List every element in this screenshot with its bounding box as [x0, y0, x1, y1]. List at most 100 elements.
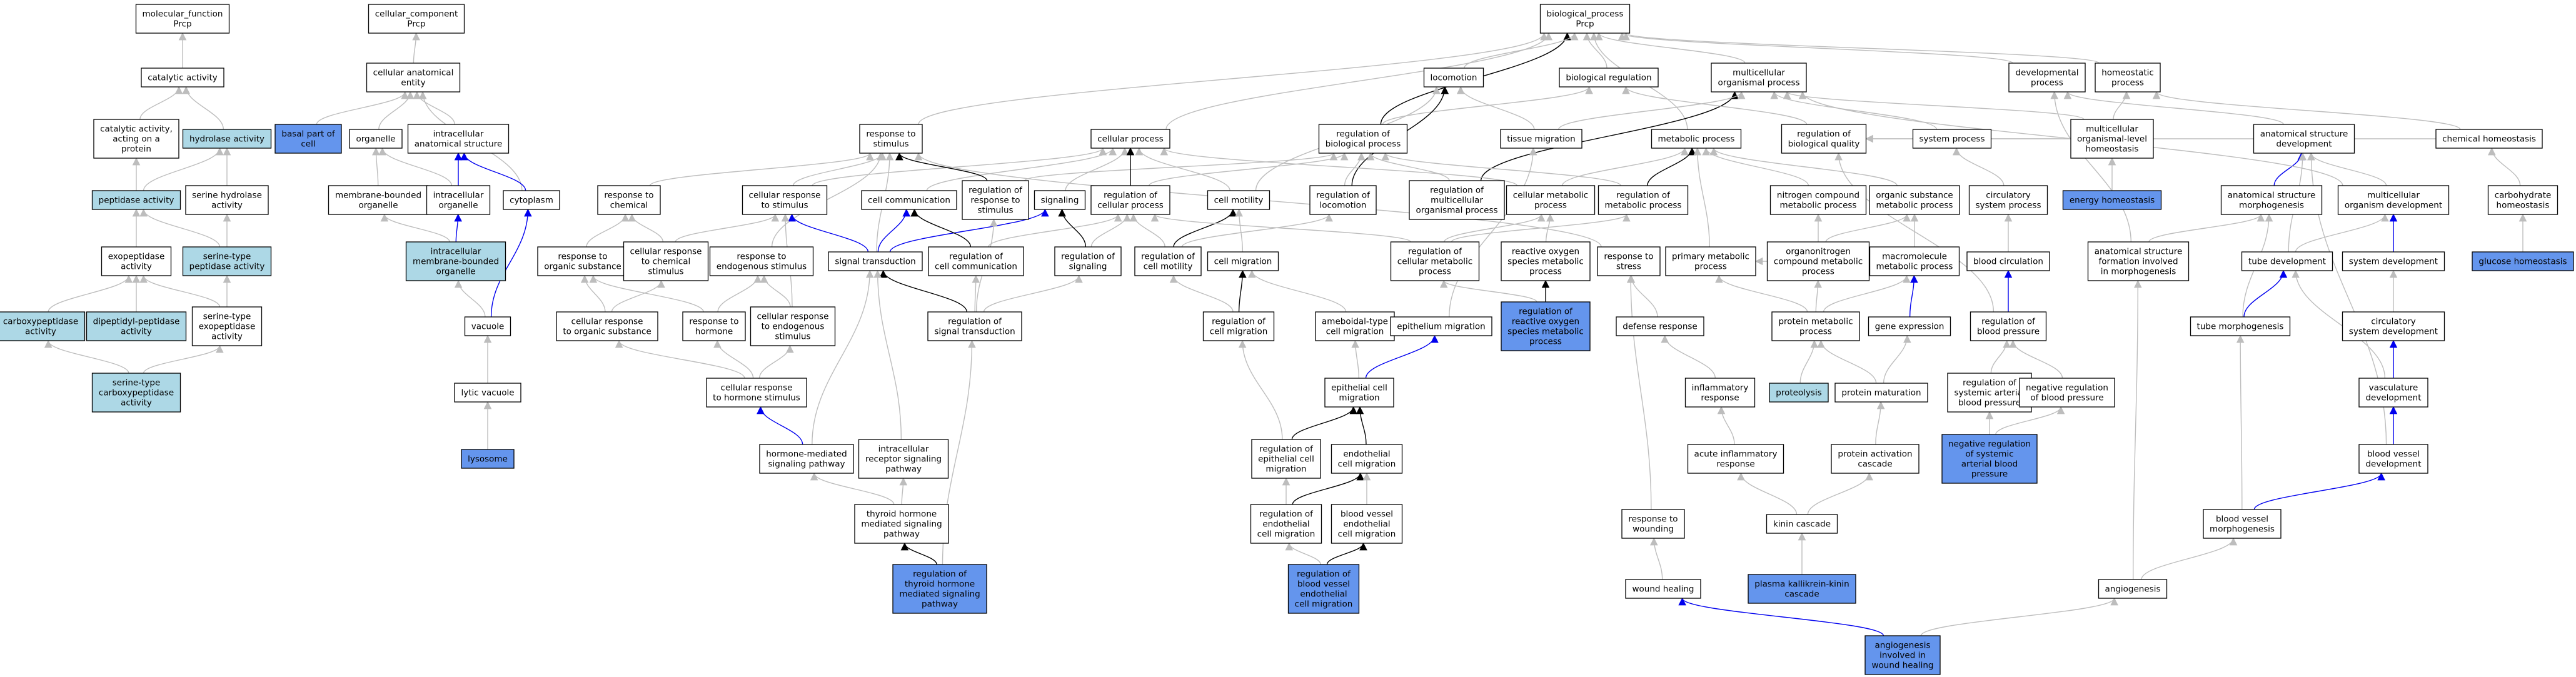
edge-line [1024, 152, 1337, 181]
node-label-line: organism development [2345, 201, 2442, 211]
edge-mbo-to-organelle [372, 147, 380, 186]
go-term-node-hydrolase: hydrolase activity [182, 129, 272, 149]
edge-line [1238, 269, 1247, 313]
node-box [2062, 190, 2162, 210]
edge-line [1065, 147, 1129, 191]
edge-thyroid-to-hormsig [810, 472, 895, 505]
go-term-node-tismig: tissue migration [1500, 129, 1582, 149]
node-label-line: biological process [1326, 139, 1401, 149]
node-label-line: receptor signaling [865, 454, 942, 464]
node-label-line: blood vessel [2216, 514, 2268, 524]
node-label-line: activity [25, 327, 56, 337]
node-label: chemical homeostasis [2442, 134, 2536, 144]
node-label-line: negative regulation [2026, 383, 2108, 393]
node-label: locomotion [1431, 73, 1477, 83]
node-label-line: pathway [885, 464, 922, 474]
edge-endocmig-to-epicmig [1356, 406, 1367, 445]
edge-line [1647, 147, 1696, 186]
edge-hormsig-to-crhormone [757, 406, 803, 445]
node-label-line: migration [1339, 393, 1379, 403]
node-label-line: Prcp [173, 19, 191, 29]
edge-basal-to-cae [316, 91, 409, 125]
edge-line [1149, 152, 1349, 186]
node-label: system process [1919, 134, 1985, 144]
node-box [2253, 124, 2355, 154]
node-label-line: formation involved [2098, 257, 2178, 267]
node-box [182, 246, 272, 276]
node-label-line: multicellular [1733, 68, 1785, 78]
node-box [2337, 185, 2450, 215]
node-label: kinin cascade [1773, 519, 1831, 529]
edge-hormsig-to-sigtrans [812, 269, 874, 445]
node-label: system development [2349, 257, 2438, 267]
node-label-line: tube development [2248, 257, 2326, 267]
edge-line [2141, 537, 2238, 580]
node-label-line: response to [970, 196, 1020, 206]
edge-line [2295, 213, 2389, 253]
edge-inflam-to-defense [1661, 334, 1716, 379]
edge-line [972, 274, 980, 313]
edge-regbvendo-to-bvendomig [1326, 542, 1367, 565]
edge-sercarb-to-serexo [143, 344, 224, 374]
node-label-line: circulatory [2371, 317, 2416, 327]
edge-line [2063, 91, 2284, 125]
node-label-line: stimulus [977, 206, 1013, 216]
edge-line [717, 274, 762, 313]
node-box [2487, 185, 2558, 215]
node-label-line: mediated signaling [861, 519, 942, 529]
edge-line [2253, 472, 2385, 510]
edge-line [1661, 334, 1716, 379]
node-label-line: regulation of [1212, 317, 1266, 327]
edge-line [1875, 401, 1885, 445]
node-label-line: cell migration [1214, 257, 1272, 267]
edge-ncmp-to-metproc [1702, 147, 1809, 186]
node-box [141, 68, 224, 88]
node-label-line: organic substance [1876, 191, 1953, 201]
node-box [750, 306, 836, 346]
edge-line [1995, 406, 2065, 435]
edge-line [2148, 213, 2265, 243]
node-label-line: intracellular [433, 129, 484, 139]
edge-line [454, 279, 486, 318]
edge-regcmp-to-regcp [1150, 213, 1411, 243]
node-box [1597, 185, 1689, 215]
edge-line [1150, 213, 1411, 243]
edge-line [1291, 406, 1357, 440]
node-label-line: response [1701, 393, 1739, 403]
edge-regros-to-regcmp [1440, 279, 1537, 303]
edge-line [2488, 147, 2521, 186]
edge-line [1715, 274, 1808, 313]
edge-epicmig-to-ameboid [1351, 339, 1360, 379]
node-label-line: peptidase activity [99, 196, 174, 206]
node-label-line: epithelium migration [1397, 322, 1485, 332]
node-box [2095, 63, 2161, 93]
node-label-line: pressure [1971, 469, 2008, 479]
edge-line [1770, 91, 1937, 130]
edge-line [628, 213, 663, 243]
edge-asfim-to-asmorph [2148, 213, 2265, 243]
edge-line [1582, 32, 1607, 69]
node-label-line: to hormone stimulus [713, 393, 800, 403]
edge-negregbp-to-regbpress [2009, 339, 2063, 379]
node-label-line: process [1694, 262, 1727, 272]
node-label: defense response [1623, 322, 1697, 332]
node-label-line: regulation of [949, 252, 1004, 262]
node-label-line: vacuole [471, 322, 505, 332]
node-label-line: endothelial [1343, 519, 1390, 529]
node-label-line: metabolic process [1780, 201, 1857, 211]
